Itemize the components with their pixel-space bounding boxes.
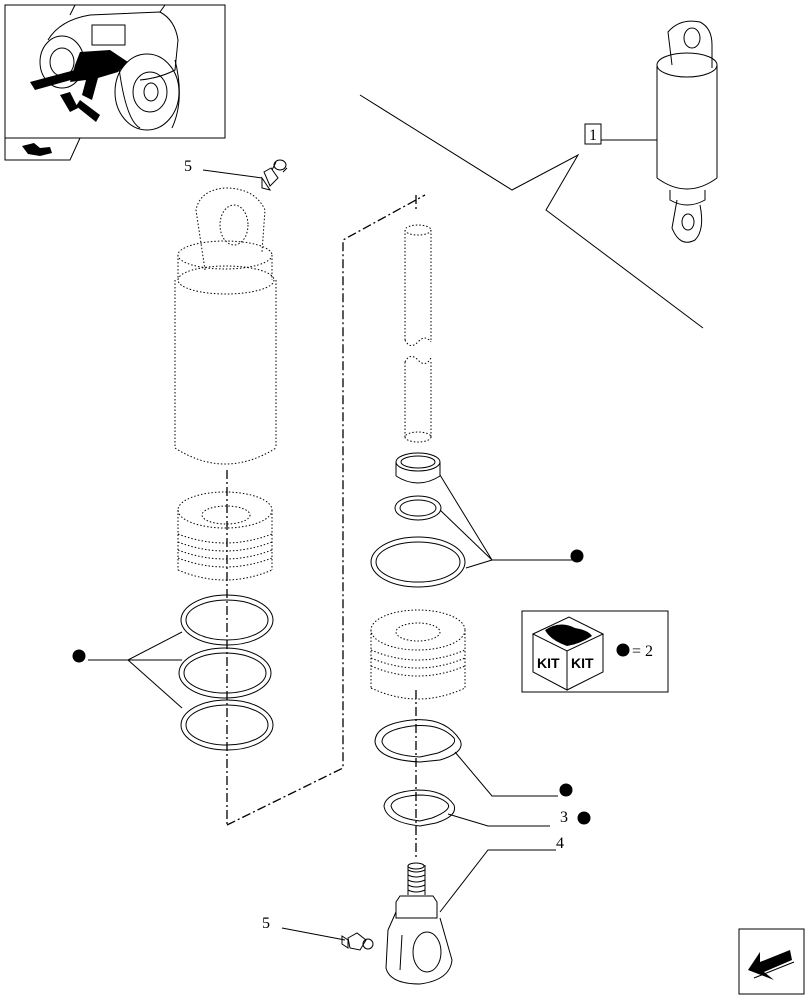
piston-seal-stack	[177, 491, 273, 581]
cylinder-body-outline	[174, 187, 277, 465]
kit-bullet-icon	[72, 649, 86, 663]
kit-label-right: KIT	[571, 655, 594, 671]
callout-5-bottom: 5	[262, 915, 270, 932]
callout-3: 3	[560, 809, 568, 826]
kit-box-icon: KIT KIT	[531, 616, 605, 691]
kit-label-left: KIT	[537, 655, 560, 671]
snap-ring-large	[374, 719, 462, 763]
kit-bullet-icon	[559, 783, 573, 797]
gland-bush	[395, 452, 441, 484]
nav-arrow-icon[interactable]	[738, 928, 805, 995]
callout-5-top: 5	[184, 158, 192, 175]
piston	[370, 609, 466, 700]
callout-1: 1	[589, 127, 597, 144]
kit-legend-value: = 2	[632, 643, 653, 660]
piston-rod	[404, 195, 432, 443]
nav-arrow-icon[interactable]	[4, 137, 81, 161]
tractor-thumbnail	[4, 4, 226, 139]
snap-ring-small	[383, 789, 456, 827]
kit-bullet-icon	[577, 811, 591, 825]
eye-end-fitting	[385, 862, 453, 985]
callout-4: 4	[556, 835, 564, 852]
grease-nipple-bottom	[341, 932, 374, 951]
kit-bullet-icon	[616, 643, 630, 657]
o-ring-set-left	[178, 594, 274, 751]
grease-nipple-top	[261, 159, 288, 191]
cylinder-reference-sketch: 1	[359, 20, 718, 329]
large-o-ring	[370, 536, 466, 588]
small-o-ring	[394, 495, 442, 521]
kit-legend: KIT KIT = 2	[521, 610, 669, 693]
kit-bullet-icon	[570, 549, 584, 563]
